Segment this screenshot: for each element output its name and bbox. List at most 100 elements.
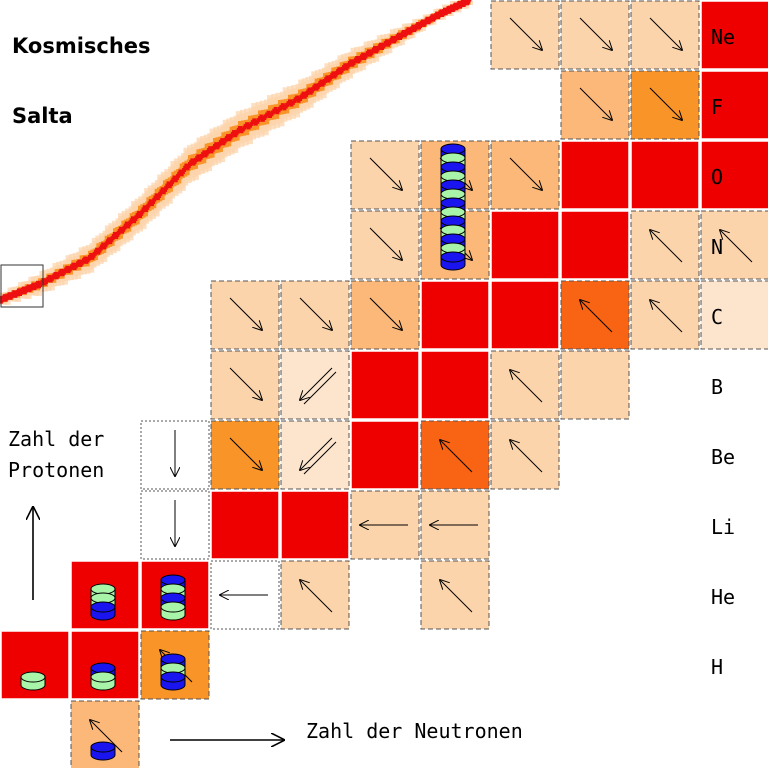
streak-core-pixel (102, 245, 107, 250)
streak-core-pixel (89, 252, 94, 257)
streak-core-pixel (196, 154, 201, 159)
streak-core-pixel (331, 71, 336, 76)
streak-core-pixel (325, 75, 330, 80)
element-label-n: N (711, 235, 723, 259)
streak-core-pixel (307, 87, 312, 92)
streak-core-pixel (47, 275, 52, 280)
streak-core-pixel (127, 222, 132, 227)
streak-core-pixel (396, 32, 401, 37)
streak-core-pixel (90, 255, 95, 260)
nuclide-cell-b-6 (420, 350, 490, 420)
element-label-f: F (711, 95, 723, 119)
streak-core-pixel (171, 177, 176, 182)
alpha-decay-arrow (300, 367, 337, 405)
streak-core-pixel (186, 164, 191, 169)
streak-core-pixel (355, 56, 360, 60)
nuclide-cell-c-8 (560, 280, 630, 350)
streak-core-pixel (148, 199, 153, 204)
streak-core-pixel (142, 205, 147, 210)
streak-core-pixel (26, 284, 31, 289)
streak-core-pixel (155, 196, 160, 201)
streak-core-pixel (121, 227, 126, 232)
element-label-b: B (711, 375, 723, 399)
nuclide-cell-be-3 (210, 420, 280, 490)
cell-background (280, 560, 350, 630)
streak-core-pixel (167, 184, 172, 189)
cell-background (700, 70, 768, 140)
streak-core-pixel (120, 229, 125, 234)
streak-core-pixel (232, 130, 237, 135)
beta-minus-decay-arrow (650, 230, 683, 263)
proton-disc (20, 671, 46, 691)
nucleus-stack-h-2 (160, 653, 186, 691)
nuclide-cell-ne-8 (560, 0, 630, 70)
streak-core-pixel (179, 172, 184, 177)
nuclide-cell-be-5 (350, 420, 420, 490)
neutron-disc (90, 601, 116, 621)
streak-core-pixel (93, 249, 98, 254)
streak-core-pixel (280, 103, 285, 108)
streak-core-pixel (164, 185, 169, 190)
element-label-be: Be (711, 445, 735, 469)
nuclide-cell-n-5 (350, 210, 420, 280)
streak-core-pixel (108, 240, 113, 245)
streak-core-pixel (59, 268, 64, 273)
streak-core-pixel (450, 4, 455, 9)
cell-background (560, 0, 630, 70)
streak-core-pixel (114, 234, 119, 239)
nuclide-cell-f-9 (630, 70, 700, 140)
cell-background (490, 280, 560, 350)
streak-core-pixel (104, 241, 109, 246)
beta-plus-decay-arrow (229, 297, 262, 330)
cell-background (350, 210, 420, 280)
streak-core-pixel (457, 1, 462, 5)
streak-core-pixel (214, 142, 219, 147)
streak-halo-pixel (463, 4, 470, 9)
streak-core-pixel (288, 99, 292, 104)
streak-core-pixel (143, 208, 148, 213)
streak-core-pixel (138, 214, 142, 218)
streak-core-pixel (115, 232, 120, 237)
beta-minus-decay-arrow (720, 230, 753, 263)
element-label-he: He (711, 585, 735, 609)
streak-core-pixel (107, 237, 112, 242)
streak-core-pixel (145, 205, 150, 210)
nuclide-cell-c-10 (700, 280, 768, 350)
streak-core-pixel (99, 244, 104, 249)
streak-mid-pixel (395, 37, 400, 44)
streak-core-pixel (202, 150, 207, 155)
cell-background (350, 140, 420, 210)
streak-core-pixel (273, 106, 278, 111)
nucleus-stack-he-1 (90, 583, 116, 621)
element-label-c: C (711, 305, 723, 329)
beta-plus-decay-arrow (299, 297, 332, 330)
streak-core-pixel (295, 95, 300, 100)
cell-background (350, 350, 420, 420)
beta-minus-decay-arrow (440, 580, 473, 613)
nuclide-cell-li-6 (420, 490, 490, 560)
streak-core-pixel (31, 282, 36, 287)
beta-minus-decay-arrow (300, 580, 333, 613)
streak-core-pixel (238, 126, 242, 130)
streak-core-pixel (184, 163, 189, 168)
alpha-decay-arrow (300, 437, 337, 475)
streak-origin-box (0, 264, 44, 308)
streak-core-pixel (71, 262, 76, 267)
cell-background (210, 350, 280, 420)
nuclide-cell-c-3 (210, 280, 280, 350)
cosmic-abundance-streak (0, 0, 473, 305)
cell-background (490, 0, 560, 70)
streak-core-pixel (390, 36, 395, 40)
cell-background (210, 420, 280, 490)
nuclide-cell-f-8 (560, 70, 630, 140)
cell-background (560, 70, 630, 140)
element-label-h: H (711, 655, 723, 679)
nucleus-stack-he-2 (160, 574, 186, 621)
cell-background (700, 0, 768, 70)
streak-core-pixel (132, 219, 137, 224)
cell-background (700, 280, 768, 350)
beta-plus-decay-arrow (579, 87, 612, 120)
streak-halo-pixel (447, 12, 454, 16)
beta-plus-decay-arrow (369, 157, 402, 190)
